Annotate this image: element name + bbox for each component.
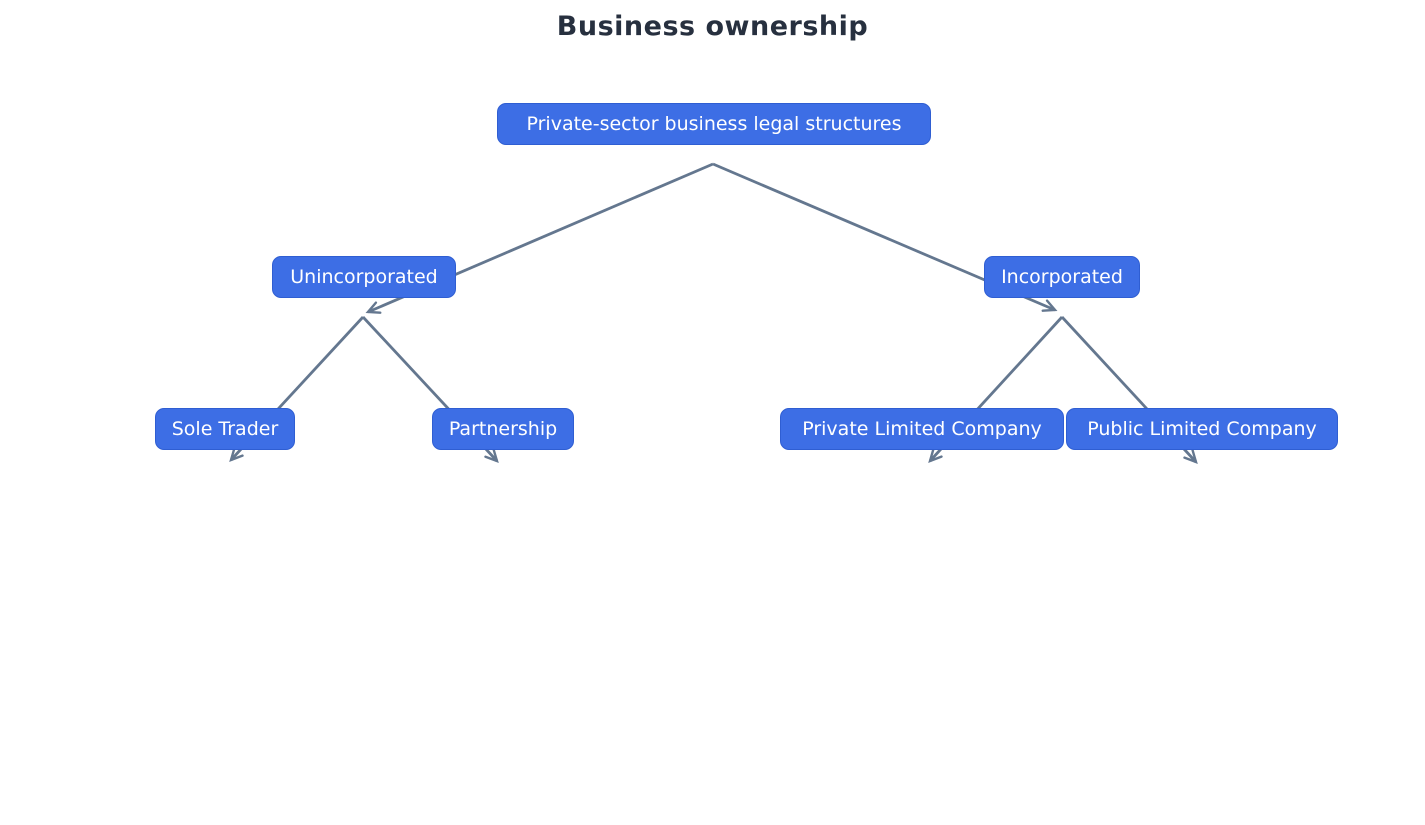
node-public-limited-company: Public Limited Company — [1066, 408, 1338, 450]
node-unincorporated: Unincorporated — [272, 256, 456, 298]
node-private-limited-company: Private Limited Company — [780, 408, 1064, 450]
node-root: Private-sector business legal structures — [497, 103, 931, 145]
node-partnership: Partnership — [432, 408, 574, 450]
node-incorporated: Incorporated — [984, 256, 1140, 298]
diagram-title: Business ownership — [556, 11, 869, 42]
node-sole-trader: Sole Trader — [155, 408, 295, 450]
